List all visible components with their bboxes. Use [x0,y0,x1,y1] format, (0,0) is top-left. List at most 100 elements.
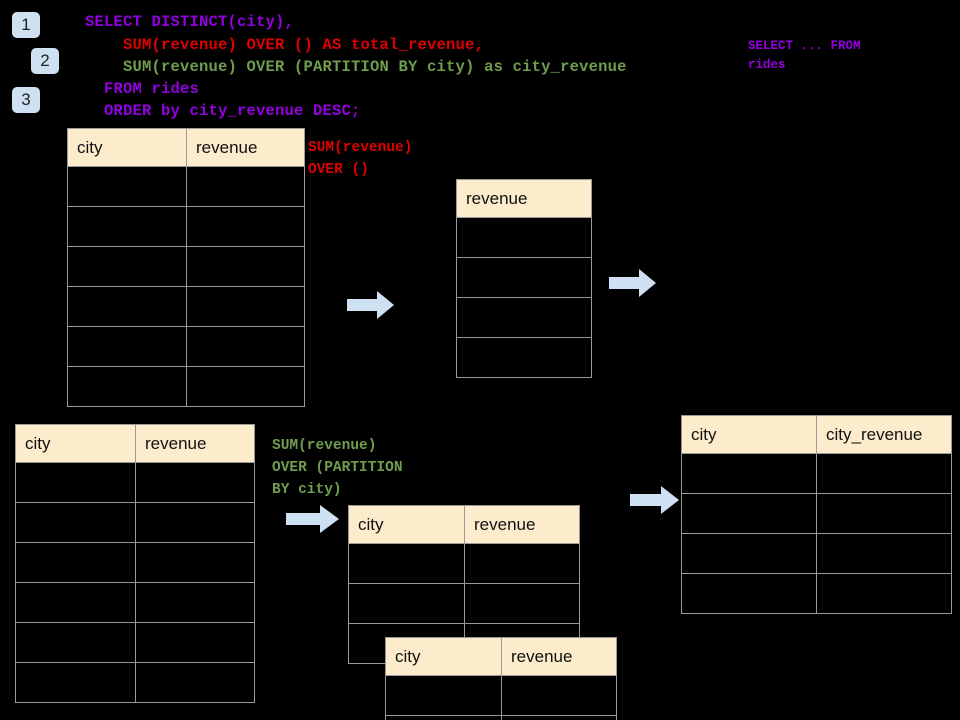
table-cell [385,715,502,720]
table-cell [135,622,255,663]
sql-line-order-by: ORDER by city_revenue DESC; [85,102,361,120]
table-header-row: revenue [456,179,592,218]
rides-table-bottom: city revenue [15,424,255,703]
table-cell [681,573,817,614]
table-cell [456,257,592,298]
table-row [15,542,255,583]
table-cell [501,675,617,716]
column-header-city: city [67,128,187,167]
table-cell [456,337,592,378]
table-row [67,166,305,207]
table-cell [186,246,305,287]
table-header-row: city revenue [385,637,617,676]
sql-line-from: FROM rides [85,80,200,98]
column-header-revenue: revenue [186,128,305,167]
column-header-revenue: revenue [456,179,592,218]
table-cell [67,286,187,327]
column-header-revenue: revenue [501,637,617,676]
table-row [456,297,592,338]
annotation-source-select: SELECT ... FROM rides [748,39,861,72]
table-row [15,662,255,703]
table-header-row: city revenue [15,424,255,463]
table-cell [67,206,187,247]
table-cell [186,326,305,367]
table-cell [464,543,580,584]
table-cell [15,462,136,503]
arrow-rides-to-partition [286,505,340,533]
table-cell [67,246,187,287]
table-cell [15,622,136,663]
table-row [456,217,592,258]
step-badge-1: 1 [12,12,40,38]
table-cell [348,543,465,584]
table-cell [15,662,136,703]
table-row [67,206,305,247]
table-cell [456,217,592,258]
table-cell [186,206,305,247]
table-cell [135,502,255,543]
table-row [15,502,255,543]
arrow-rides-to-total-revenue [347,291,395,319]
column-header-city: city [348,505,465,544]
table-cell [135,582,255,623]
table-cell [186,286,305,327]
table-cell [135,462,255,503]
table-cell [464,583,580,624]
table-cell [135,542,255,583]
table-cell [501,715,617,720]
table-row [67,326,305,367]
table-cell [15,542,136,583]
step-badge-2: 2 [31,48,59,74]
sql-line-select: SELECT DISTINCT(city), [85,13,295,31]
sql-line-total-revenue: SUM(revenue) OVER () AS total_revenue, [85,36,485,54]
result-table: city city_revenue [681,415,952,614]
table-cell [681,493,817,534]
table-cell [67,366,187,407]
table-row [15,622,255,663]
table-cell [681,533,817,574]
table-header-row: city revenue [348,505,580,544]
table-cell [816,493,952,534]
annotation-total-revenue: SUM(revenue) OVER () [308,140,413,178]
step-badge-3: 3 [12,87,40,113]
table-cell [135,662,255,703]
rides-table-top: city revenue [67,128,305,407]
table-row [456,337,592,378]
partition-group-table-front: city revenue [385,637,617,720]
table-row [681,533,952,574]
column-header-city: city [385,637,502,676]
arrow-partition-to-result [630,486,680,514]
table-row [456,257,592,298]
table-cell [456,297,592,338]
table-row [681,493,952,534]
table-header-row: city revenue [67,128,305,167]
table-row [681,573,952,614]
table-cell [15,582,136,623]
table-cell [681,453,817,494]
table-row [348,543,580,584]
table-row [385,715,617,720]
table-cell [15,502,136,543]
annotation-partition-by-city: SUM(revenue) OVER (PARTITION BY city) [272,438,403,498]
table-cell [67,326,187,367]
table-cell [67,166,187,207]
table-row [67,366,305,407]
column-header-revenue: revenue [135,424,255,463]
column-header-city: city [15,424,136,463]
table-cell [186,366,305,407]
table-row [348,583,580,624]
table-cell [385,675,502,716]
table-header-row: city city_revenue [681,415,952,454]
arrow-total-revenue-to-result [609,269,657,297]
total-revenue-table: revenue [456,179,592,378]
table-row [15,462,255,503]
table-cell [816,453,952,494]
table-row [67,246,305,287]
table-row [15,582,255,623]
column-header-revenue: revenue [464,505,580,544]
sql-line-city-revenue: SUM(revenue) OVER (PARTITION BY city) as… [85,58,627,76]
table-row [385,675,617,716]
table-row [681,453,952,494]
table-cell [348,583,465,624]
